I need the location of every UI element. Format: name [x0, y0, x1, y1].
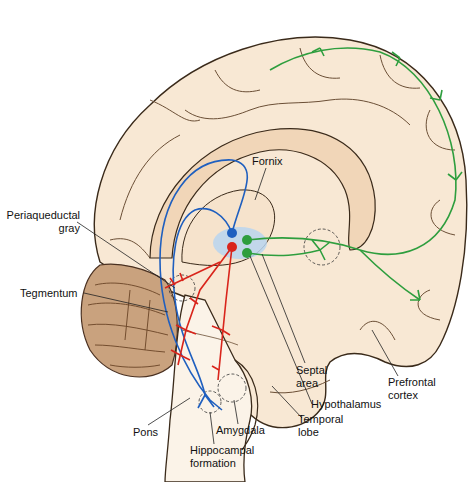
cerebellum-outline — [81, 264, 177, 377]
structure-label: Prefrontal cortex — [388, 376, 448, 402]
structure-label: Periaqueductal gray — [0, 209, 80, 235]
structure-label: Tegmentum — [20, 287, 90, 300]
structure-label: Hippocampal formation — [190, 444, 262, 470]
structure-label: Pons — [133, 426, 173, 439]
descending-pathway — [165, 247, 232, 380]
leader-lines — [77, 168, 398, 444]
structure-label: Temporal lobe — [298, 413, 350, 439]
structure-label: Septal area — [296, 364, 338, 390]
region-circles — [169, 229, 340, 413]
cerebellum — [81, 264, 177, 377]
structure-label: Fornix — [252, 155, 302, 168]
structure-label: Hypothalamus — [311, 398, 391, 411]
nucleus-dots — [227, 228, 252, 258]
prefrontal-pathway — [247, 48, 462, 300]
structure-label: Amygdala — [216, 424, 276, 437]
fornix-pathway — [160, 160, 247, 410]
cerebellar-folia — [88, 283, 168, 367]
pons-bulge — [235, 360, 258, 450]
